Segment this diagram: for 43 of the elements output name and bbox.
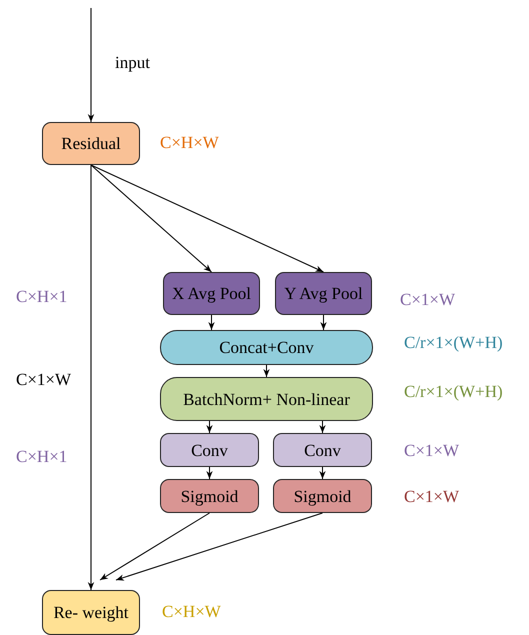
arrow [90,164,212,272]
dimension-label: C/r×1×(W+H) [404,382,503,402]
block-label: Conv [303,440,342,460]
block-label: Re- weight [52,603,130,622]
arrow [263,364,270,378]
block-label: X Avg Pool [170,284,252,303]
dimension-label: C×H×W [160,133,219,153]
reweight-block [42,590,140,635]
residual-block [42,122,140,165]
arrow [206,466,213,480]
batchnorm-block [160,377,373,421]
dimension-label: C×1×W [16,370,72,390]
conv-block [273,433,372,467]
dimension-label: C×H×1 [16,447,68,467]
dimension-label: C×1×W [404,487,460,507]
arrow [319,420,326,434]
arrow [206,420,213,434]
arrow [88,164,94,590]
block-label: Y Avg Pool [283,284,364,303]
dimension-label: C×H×1 [16,287,68,307]
arrow [319,466,326,480]
arrow [90,164,324,272]
arrow [88,8,94,122]
block-label: Conv [190,440,229,460]
arrow [116,512,323,581]
concat-conv-block [160,330,373,365]
sigmoid-block [160,479,259,513]
block-label: Sigmoid [292,486,352,506]
pooling-block [163,272,260,315]
arrow [208,314,215,330]
pooling-block [275,272,372,315]
dimension-label: C×H×W [162,602,221,622]
block-label: BatchNorm+ Non-linear [182,390,351,408]
dimension-label: C×1×W [400,290,456,310]
dimension-label: C×1×W [404,441,460,461]
conv-block [160,433,259,467]
block-label: Concat+Conv [218,338,315,357]
sigmoid-block [273,479,372,513]
arrow [100,512,210,580]
arrow [320,314,327,330]
block-label: Residual [60,134,122,153]
block-label: Sigmoid [180,486,240,506]
dimension-label: C/r×1×(W+H) [404,333,503,353]
